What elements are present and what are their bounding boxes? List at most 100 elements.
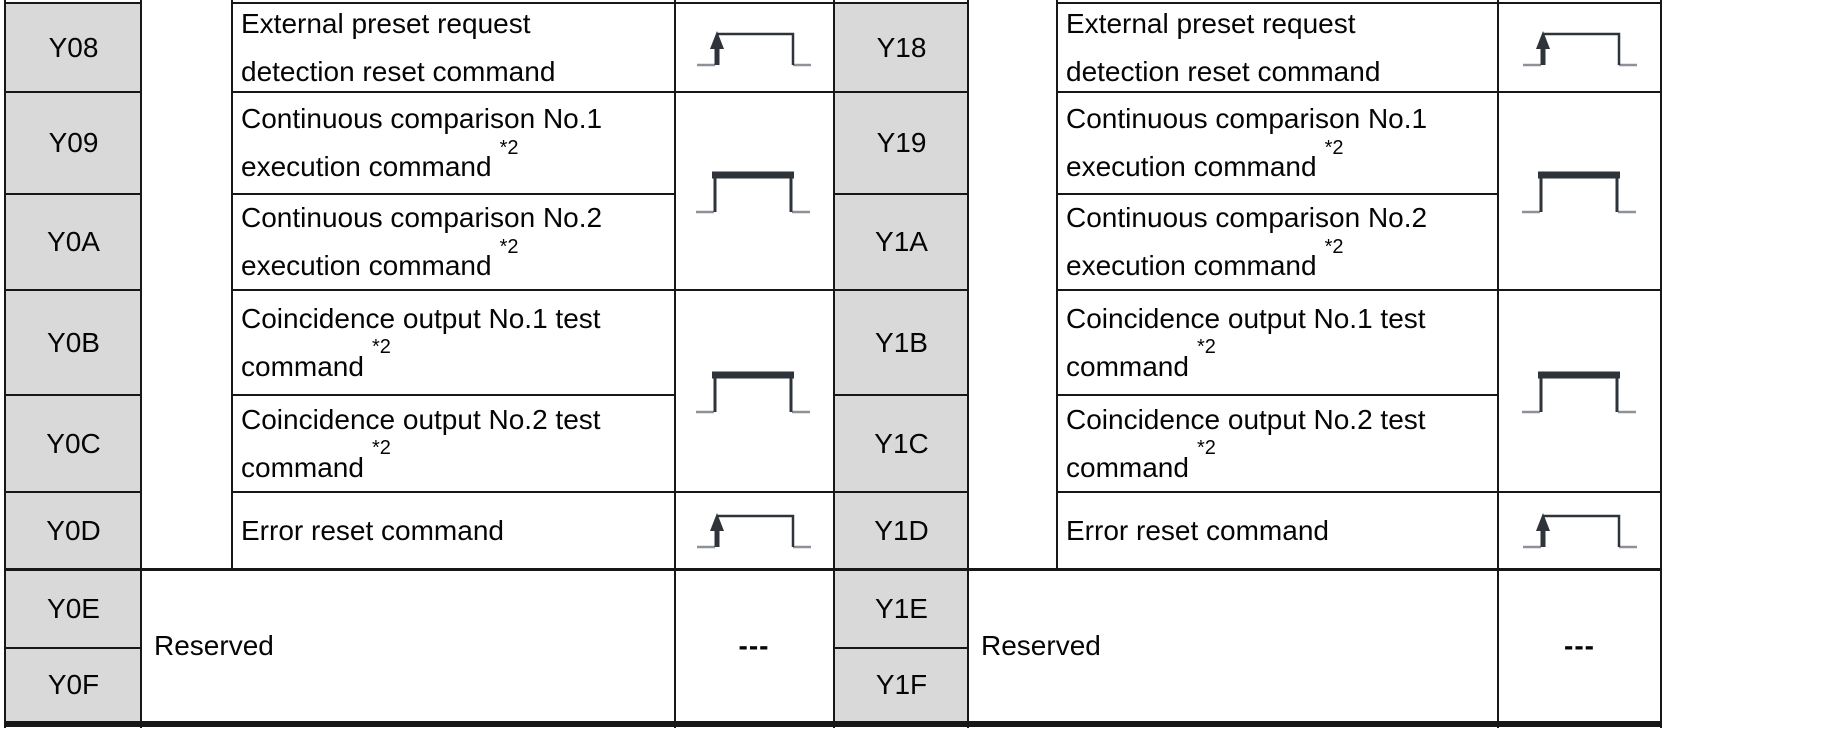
signal-name-cell-shading bbox=[5, 648, 142, 722]
description-line: Coincidence output No.2 test bbox=[241, 403, 601, 435]
table-horizontal-rule bbox=[834, 647, 969, 649]
signal-name-cell-shading bbox=[834, 492, 969, 569]
signal-name-cell: Y1A bbox=[875, 226, 928, 257]
signal-name-cell: Y0C bbox=[46, 427, 101, 459]
signal-name-cell: Y1E bbox=[875, 592, 928, 624]
table-horizontal-rule bbox=[232, 193, 675, 195]
signal-name-cell: Y1F bbox=[875, 669, 928, 700]
table-horizontal-rule bbox=[1057, 289, 1662, 291]
table-horizontal-rule bbox=[5, 721, 1662, 727]
signal-name-cell-shading bbox=[5, 395, 142, 492]
description-line: execution command*2 bbox=[1066, 136, 1344, 182]
signal-name-cell-shading bbox=[5, 492, 142, 569]
signal-name-cell-shading bbox=[5, 92, 142, 194]
signal-name-cell: Y0B bbox=[47, 326, 100, 358]
signal-description: External preset request detection reset … bbox=[232, 3, 675, 92]
signal-name-cell: Y1D bbox=[874, 514, 929, 546]
table-vertical-rule bbox=[1497, 0, 1499, 728]
table-horizontal-rule bbox=[1057, 2, 1662, 4]
description-line: execution command*2 bbox=[1066, 235, 1344, 281]
table-horizontal-rule bbox=[232, 394, 675, 396]
table-vertical-rule bbox=[231, 0, 233, 570]
description-line: External preset request bbox=[1066, 7, 1356, 39]
table-vertical-rule bbox=[967, 0, 969, 728]
signal-name-cell-shading bbox=[5, 3, 142, 92]
table-horizontal-rule bbox=[834, 193, 969, 195]
signal-name-cell-shading bbox=[5, 569, 142, 648]
table-vertical-rule bbox=[140, 0, 142, 728]
table-horizontal-rule bbox=[5, 394, 142, 396]
signal-name-cell: Y0A bbox=[47, 226, 100, 257]
signal-name-cell-shading bbox=[834, 290, 969, 395]
signal-name-cell: Y08 bbox=[48, 31, 99, 63]
signal-description: External preset request detection reset … bbox=[1057, 3, 1499, 92]
description-line: Continuous comparison No.1 bbox=[241, 103, 603, 134]
table-vertical-rule bbox=[674, 0, 676, 728]
signal-name-cell-shading bbox=[5, 290, 142, 395]
signal-description: Error reset command bbox=[232, 492, 675, 569]
pulse-rising-edge-arrow-icon bbox=[1523, 31, 1637, 67]
signal-description: Coincidence output No.1 test command*2 bbox=[1057, 290, 1499, 395]
signal-name-cell: Y1C bbox=[874, 427, 929, 459]
table-horizontal-rule bbox=[232, 91, 969, 93]
signal-name-cell-shading bbox=[834, 3, 969, 92]
footnote-marker: *2 bbox=[1324, 235, 1344, 258]
table-horizontal-rule bbox=[5, 91, 142, 93]
table-horizontal-rule bbox=[232, 289, 969, 291]
signal-name-cell: Y0E bbox=[47, 592, 100, 624]
table-horizontal-rule bbox=[1057, 91, 1662, 93]
description-line: Continuous comparison No.2 bbox=[241, 202, 603, 233]
pulse-rising-edge-arrow-icon bbox=[697, 513, 811, 549]
table-horizontal-rule bbox=[5, 568, 1662, 571]
description-line: Error reset command bbox=[1066, 514, 1329, 546]
signal-description: Continuous comparison No.1 execution com… bbox=[232, 92, 675, 194]
description-line: Coincidence output No.2 test bbox=[1066, 403, 1426, 435]
description-line: Continuous comparison No.2 bbox=[1066, 202, 1428, 233]
signal-name-cell-shading bbox=[5, 194, 142, 290]
level-pulse-icon bbox=[1522, 171, 1636, 214]
signal-description: Coincidence output No.2 test command*2 bbox=[232, 395, 675, 492]
footnote-marker: *2 bbox=[499, 136, 519, 159]
level-pulse-icon bbox=[696, 171, 810, 214]
no-waveform-dashes: --- bbox=[738, 629, 770, 661]
footnote-marker: *2 bbox=[1324, 136, 1344, 159]
table-horizontal-rule bbox=[5, 193, 142, 195]
table-horizontal-rule bbox=[5, 2, 142, 4]
description-line: Coincidence output No.1 test bbox=[241, 302, 601, 334]
signal-name-cell: Y0D bbox=[46, 514, 101, 546]
table-horizontal-rule bbox=[834, 394, 969, 396]
footnote-marker: *2 bbox=[371, 336, 391, 359]
signal-name-cell: Y1B bbox=[875, 326, 928, 358]
table-vertical-rule bbox=[4, 0, 6, 728]
description-line: command*2 bbox=[1066, 437, 1216, 483]
signal-name-cell: Y0F bbox=[47, 669, 100, 700]
signal-description: Continuous comparison No.1 execution com… bbox=[1057, 92, 1499, 194]
description-line: External preset request bbox=[241, 7, 531, 39]
signal-description: Coincidence output No.1 test command*2 bbox=[232, 290, 675, 395]
signal-description: Continuous comparison No.2 execution com… bbox=[1057, 194, 1499, 290]
description-line: command*2 bbox=[241, 437, 391, 483]
signal-name-cell: Y18 bbox=[876, 31, 927, 63]
table-horizontal-rule bbox=[232, 491, 969, 493]
table-horizontal-rule bbox=[1057, 491, 1662, 493]
table-vertical-rule bbox=[1660, 0, 1662, 728]
signal-description: Continuous comparison No.2 execution com… bbox=[232, 194, 675, 290]
no-waveform-dashes: --- bbox=[1564, 629, 1595, 661]
signal-name-cell-shading bbox=[834, 194, 969, 290]
signal-description: Error reset command bbox=[1057, 492, 1499, 569]
signal-name-cell-shading bbox=[834, 648, 969, 722]
description-line: command*2 bbox=[241, 336, 391, 382]
description-line: detection reset command bbox=[1066, 55, 1381, 87]
table-horizontal-rule bbox=[5, 289, 142, 291]
reserved-cell: Reserved bbox=[154, 629, 274, 661]
signal-name-cell-shading bbox=[834, 395, 969, 492]
description-line: execution command*2 bbox=[241, 235, 519, 281]
reserved-cell: Reserved bbox=[981, 629, 1101, 661]
table-horizontal-rule bbox=[1057, 193, 1499, 195]
table-vertical-rule bbox=[833, 0, 835, 728]
footnote-marker: *2 bbox=[1196, 437, 1216, 460]
description-line: Coincidence output No.1 test bbox=[1066, 302, 1426, 334]
footnote-marker: *2 bbox=[371, 437, 391, 460]
signal-name-cell: Y09 bbox=[48, 127, 99, 158]
